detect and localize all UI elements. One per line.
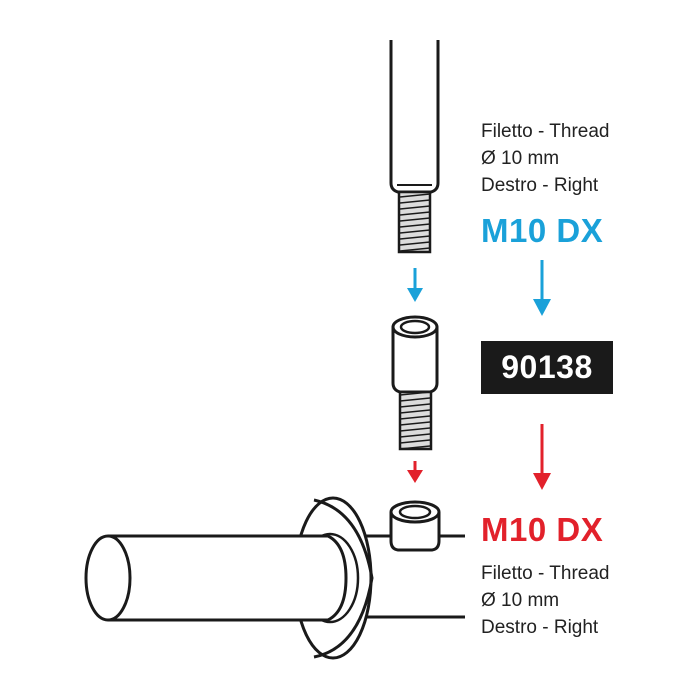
spec-line-diameter: Ø 10 mm: [481, 148, 560, 169]
spec-line-thread: Filetto - Thread: [481, 121, 610, 142]
spec-line-direction: Destro - Right: [481, 617, 599, 638]
arrow-red-small: [407, 461, 423, 483]
handlebar-tube: [389, 40, 440, 194]
spec-line-thread: Filetto - Thread: [481, 563, 610, 584]
arrow-blue-large: [533, 260, 551, 316]
arrow-red-large: [533, 424, 551, 490]
handlebar-thread: [397, 190, 432, 254]
arrow-blue-small: [407, 268, 423, 302]
bottom-thread-spec: Filetto - Thread Ø 10 mm Destro - Right: [481, 560, 609, 641]
part-number-badge: 90138: [481, 341, 613, 394]
spec-line-direction: Destro - Right: [481, 175, 599, 196]
top-thread-code: M10 DX: [481, 212, 604, 249]
adapter-90138: [391, 315, 439, 451]
bottom-thread-code: M10 DX: [481, 511, 604, 548]
top-thread-spec: Filetto - Thread Ø 10 mm Destro - Right: [481, 118, 609, 199]
grip-assembly: [84, 496, 465, 660]
spec-line-diameter: Ø 10 mm: [481, 590, 560, 611]
